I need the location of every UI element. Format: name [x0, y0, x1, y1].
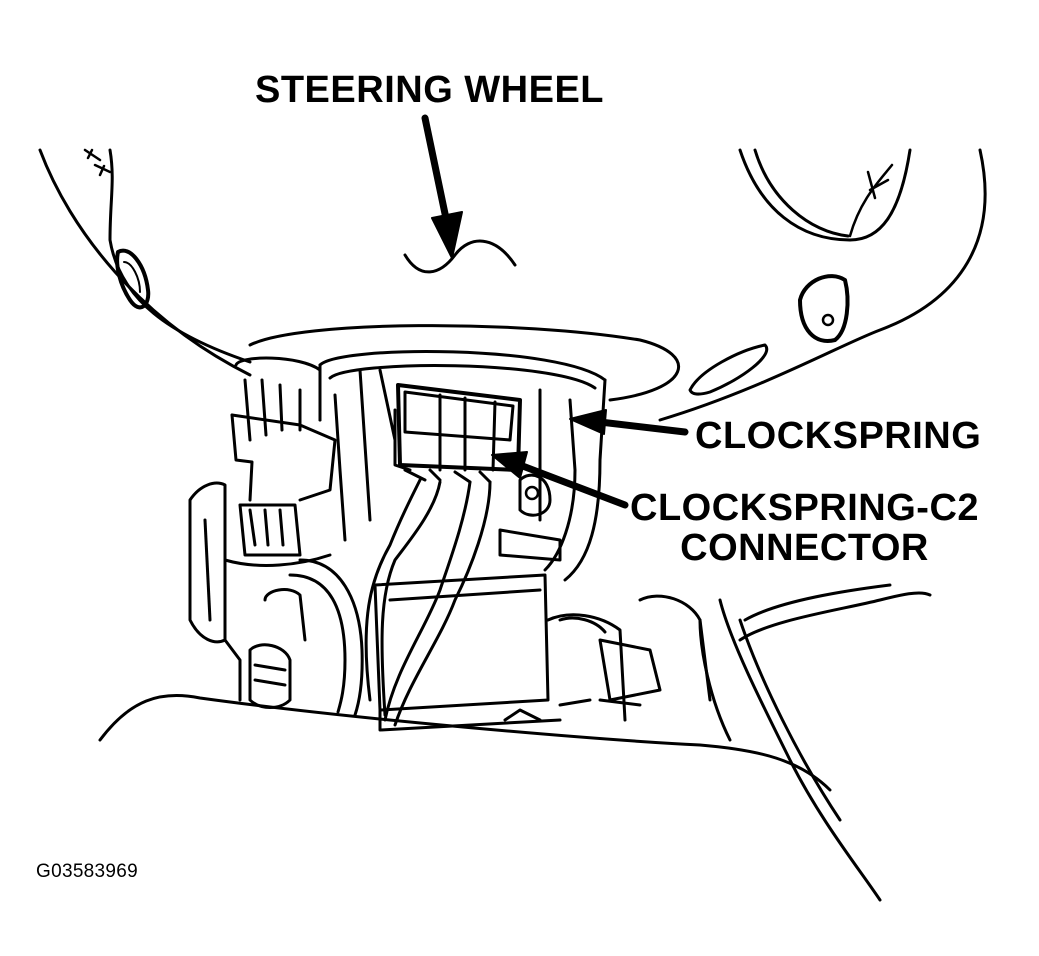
steering-wheel-rim-left — [38, 148, 252, 377]
hub-plate — [248, 324, 681, 402]
clockspring-label: CLOCKSPRING — [695, 415, 982, 457]
instrument-panel-edge — [98, 694, 832, 792]
connector-label: CLOCKSPRING-C2 CONNECTOR — [630, 488, 979, 568]
steering-wheel-arrow — [421, 114, 463, 259]
wire-harness — [288, 478, 492, 727]
lower-column-cover — [373, 573, 932, 902]
figure-code: G03583969 — [36, 861, 139, 882]
steering-wheel-label: STEERING WHEEL — [255, 69, 605, 111]
left-switch-assembly — [188, 356, 337, 709]
steering-wheel-rim-right — [658, 148, 987, 422]
clockspring-arrow — [569, 409, 689, 436]
connector-arrow — [491, 451, 629, 509]
c2-connector-housing — [393, 383, 522, 484]
connector-label-line2: CONNECTOR — [680, 527, 929, 569]
connector-label-line1: CLOCKSPRING-C2 — [630, 487, 980, 529]
hub-squiggle — [403, 239, 517, 274]
